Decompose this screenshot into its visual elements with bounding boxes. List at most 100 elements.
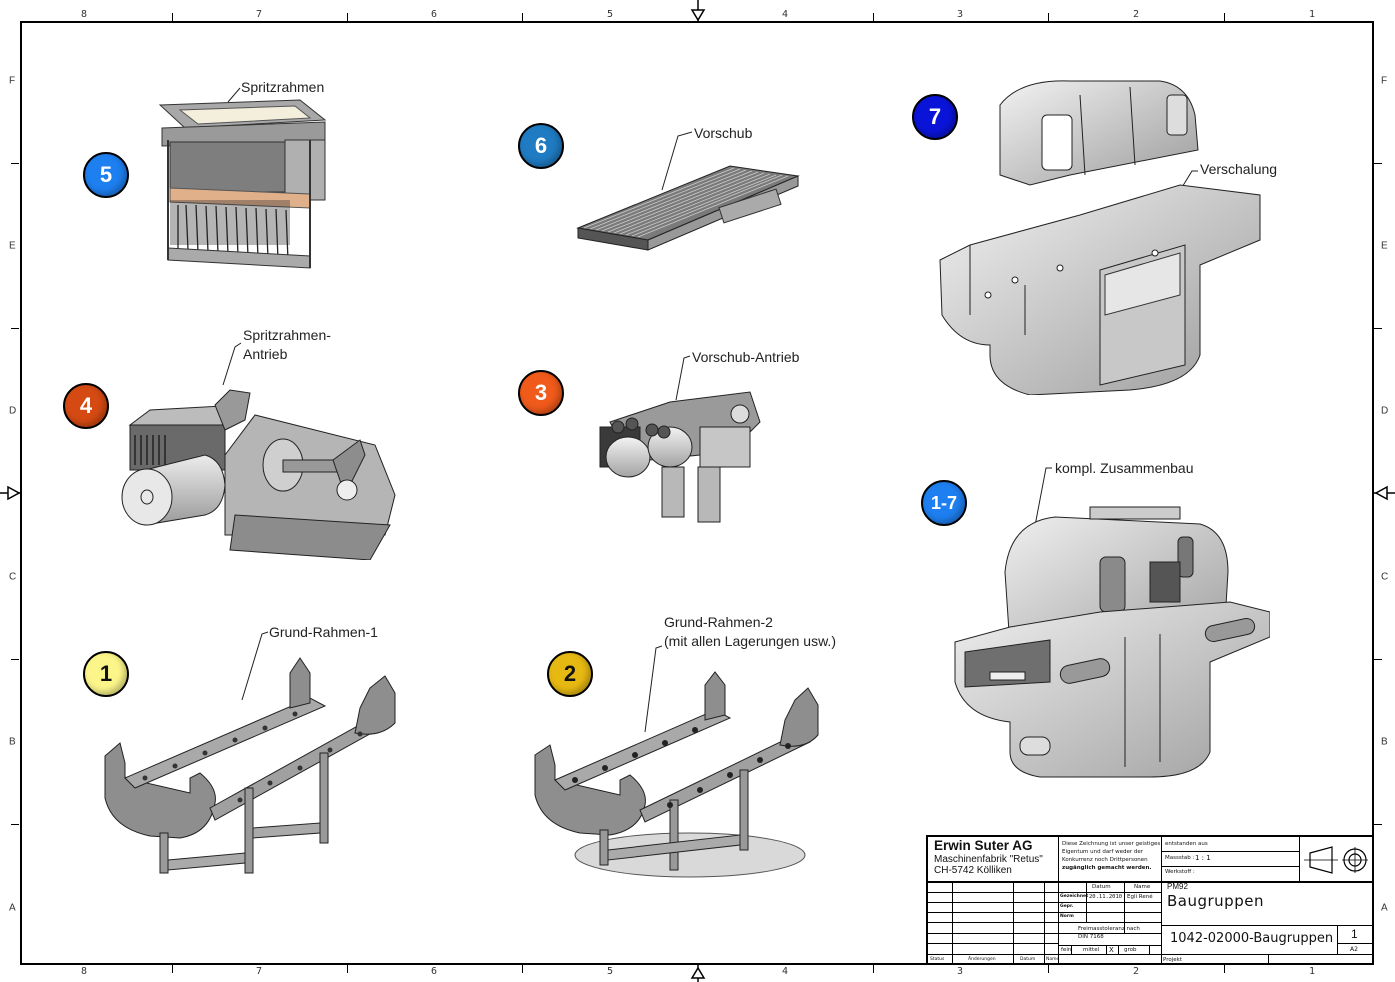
divider [1161, 851, 1299, 852]
center-mark-top [690, 0, 706, 22]
zone-letter: C [9, 571, 17, 583]
zone-letter: A [9, 902, 16, 914]
rev-date-header: Datum [1020, 957, 1036, 962]
zone-tick [1374, 659, 1382, 660]
divider [928, 902, 1058, 903]
zone-letter: B [1381, 736, 1388, 748]
zone-tick [1224, 13, 1225, 21]
title-block: Erwin Suter AG Maschinenfabrik "Retus" C… [926, 835, 1374, 965]
zone-letter: E [1381, 240, 1388, 252]
zone-letter: A [1381, 902, 1388, 914]
zone-tick [347, 13, 348, 21]
grund-rahmen-1-drawing [104, 631, 396, 874]
assembly-badge-1: 1 [83, 651, 129, 697]
kompl-zusammenbau-drawing [954, 467, 1270, 778]
copyright-line: zugänglich gemacht werden. [1062, 865, 1152, 871]
zone-number: 2 [1132, 9, 1140, 20]
entstanden-aus-label: entstanden aus [1165, 841, 1208, 847]
tolerance-fein: fein [1061, 947, 1072, 953]
rev-name-header: Name [1046, 957, 1060, 962]
zone-tick [1224, 965, 1225, 973]
gezeichnet-name: Egli René [1127, 894, 1153, 900]
assembly-badge-2: 2 [547, 651, 593, 697]
zone-tick [1374, 824, 1382, 825]
zone-tick [172, 965, 173, 973]
zone-number: 3 [956, 966, 964, 977]
gezeichnet-label: Gezeichnet [1060, 894, 1089, 899]
zone-letter: D [1381, 405, 1389, 417]
assembly-label-grund-rahmen-1: Grund-Rahmen-1 [269, 624, 378, 640]
company-line2: Maschinenfabrik "Retus" [934, 854, 1043, 865]
divider [928, 922, 1058, 923]
zone-number: 1 [1308, 966, 1316, 977]
zone-number: 8 [80, 966, 88, 977]
zone-number: 6 [430, 9, 438, 20]
copyright-line: Konkurrenz noch Drittpersonen [1062, 857, 1148, 863]
assembly-label-spritzrahmen-antrieb-line1: Spritzrahmen- [243, 327, 331, 343]
zone-number: 3 [956, 9, 964, 20]
zone-tick [11, 659, 19, 660]
tolerance-mittel: mittel [1083, 947, 1100, 953]
datum-header: Datum [1092, 884, 1111, 890]
zone-letter: F [9, 75, 16, 87]
zone-letter: E [9, 240, 16, 252]
werkstoff-label: Werkstoff : [1165, 869, 1195, 875]
center-mark-bottom [690, 964, 706, 982]
spritzrahmen-drawing [158, 87, 327, 269]
divider [1106, 945, 1107, 954]
sheet-number: 1 [1351, 927, 1358, 941]
drawing-title: Baugruppen [1167, 892, 1264, 910]
divider [1337, 943, 1374, 944]
assembly-badge-4: 4 [63, 383, 109, 429]
divider [1058, 945, 1161, 946]
rev-changes-header: Änderungen [968, 957, 996, 962]
company-line3: CH-5742 Kölliken [934, 865, 1012, 876]
vorschub-antrieb-drawing [599, 355, 761, 523]
divider [928, 892, 1058, 893]
divider [1149, 945, 1150, 954]
project-code: PM92 [1167, 882, 1188, 891]
tolerance-grob: grob [1124, 947, 1137, 953]
divider [1299, 837, 1300, 882]
assembly-badge-6: 6 [518, 123, 564, 169]
zone-number: 6 [430, 966, 438, 977]
zone-number: 5 [606, 966, 614, 977]
divider [1118, 945, 1119, 954]
tolerance-line1: Freimasstoleranz nach [1078, 926, 1140, 932]
divider [952, 882, 953, 965]
zone-number: 5 [606, 9, 614, 20]
zone-letter: C [1381, 571, 1389, 583]
zone-number: 7 [255, 9, 263, 20]
assembly-label-spritzrahmen-antrieb-line2: Antrieb [243, 346, 288, 362]
zone-letter: F [1381, 75, 1388, 87]
assembly-label-vorschub: Vorschub [694, 125, 753, 141]
center-mark-left [0, 485, 21, 501]
divider [1058, 837, 1059, 965]
divider [1337, 925, 1338, 954]
tolerance-selected-mark: X [1109, 946, 1114, 954]
assembly-label-spritzrahmen: Spritzrahmen [241, 79, 325, 95]
assembly-label-grund-rahmen-2-line1: Grund-Rahmen-2 [664, 614, 773, 630]
center-mark-right [1374, 485, 1395, 501]
zone-number: 4 [781, 966, 789, 977]
zone-tick [11, 328, 19, 329]
zone-number: 4 [781, 9, 789, 20]
name-header: Name [1134, 884, 1151, 890]
divider [1124, 882, 1125, 933]
projekt-label: Projekt [1163, 957, 1182, 963]
divider [1268, 954, 1269, 965]
zone-number: 8 [80, 9, 88, 20]
divider [1013, 882, 1014, 965]
divider [1071, 945, 1072, 954]
assembly-label-vorschub-antrieb: Vorschub-Antrieb [692, 349, 800, 365]
assembly-badge-5: 5 [83, 152, 129, 198]
zone-tick [172, 13, 173, 21]
massstab-value: 1 : 1 [1195, 854, 1211, 862]
norm-label: Norm [1060, 914, 1074, 919]
spritzrahmen-antrieb-drawing [121, 342, 396, 560]
copyright-line: Diese Zeichnung ist unser geistiges [1062, 841, 1161, 847]
zone-tick [347, 965, 348, 973]
zone-number: 2 [1132, 966, 1140, 977]
divider [1161, 866, 1299, 867]
geprueft-label: Gepr. [1060, 904, 1074, 909]
